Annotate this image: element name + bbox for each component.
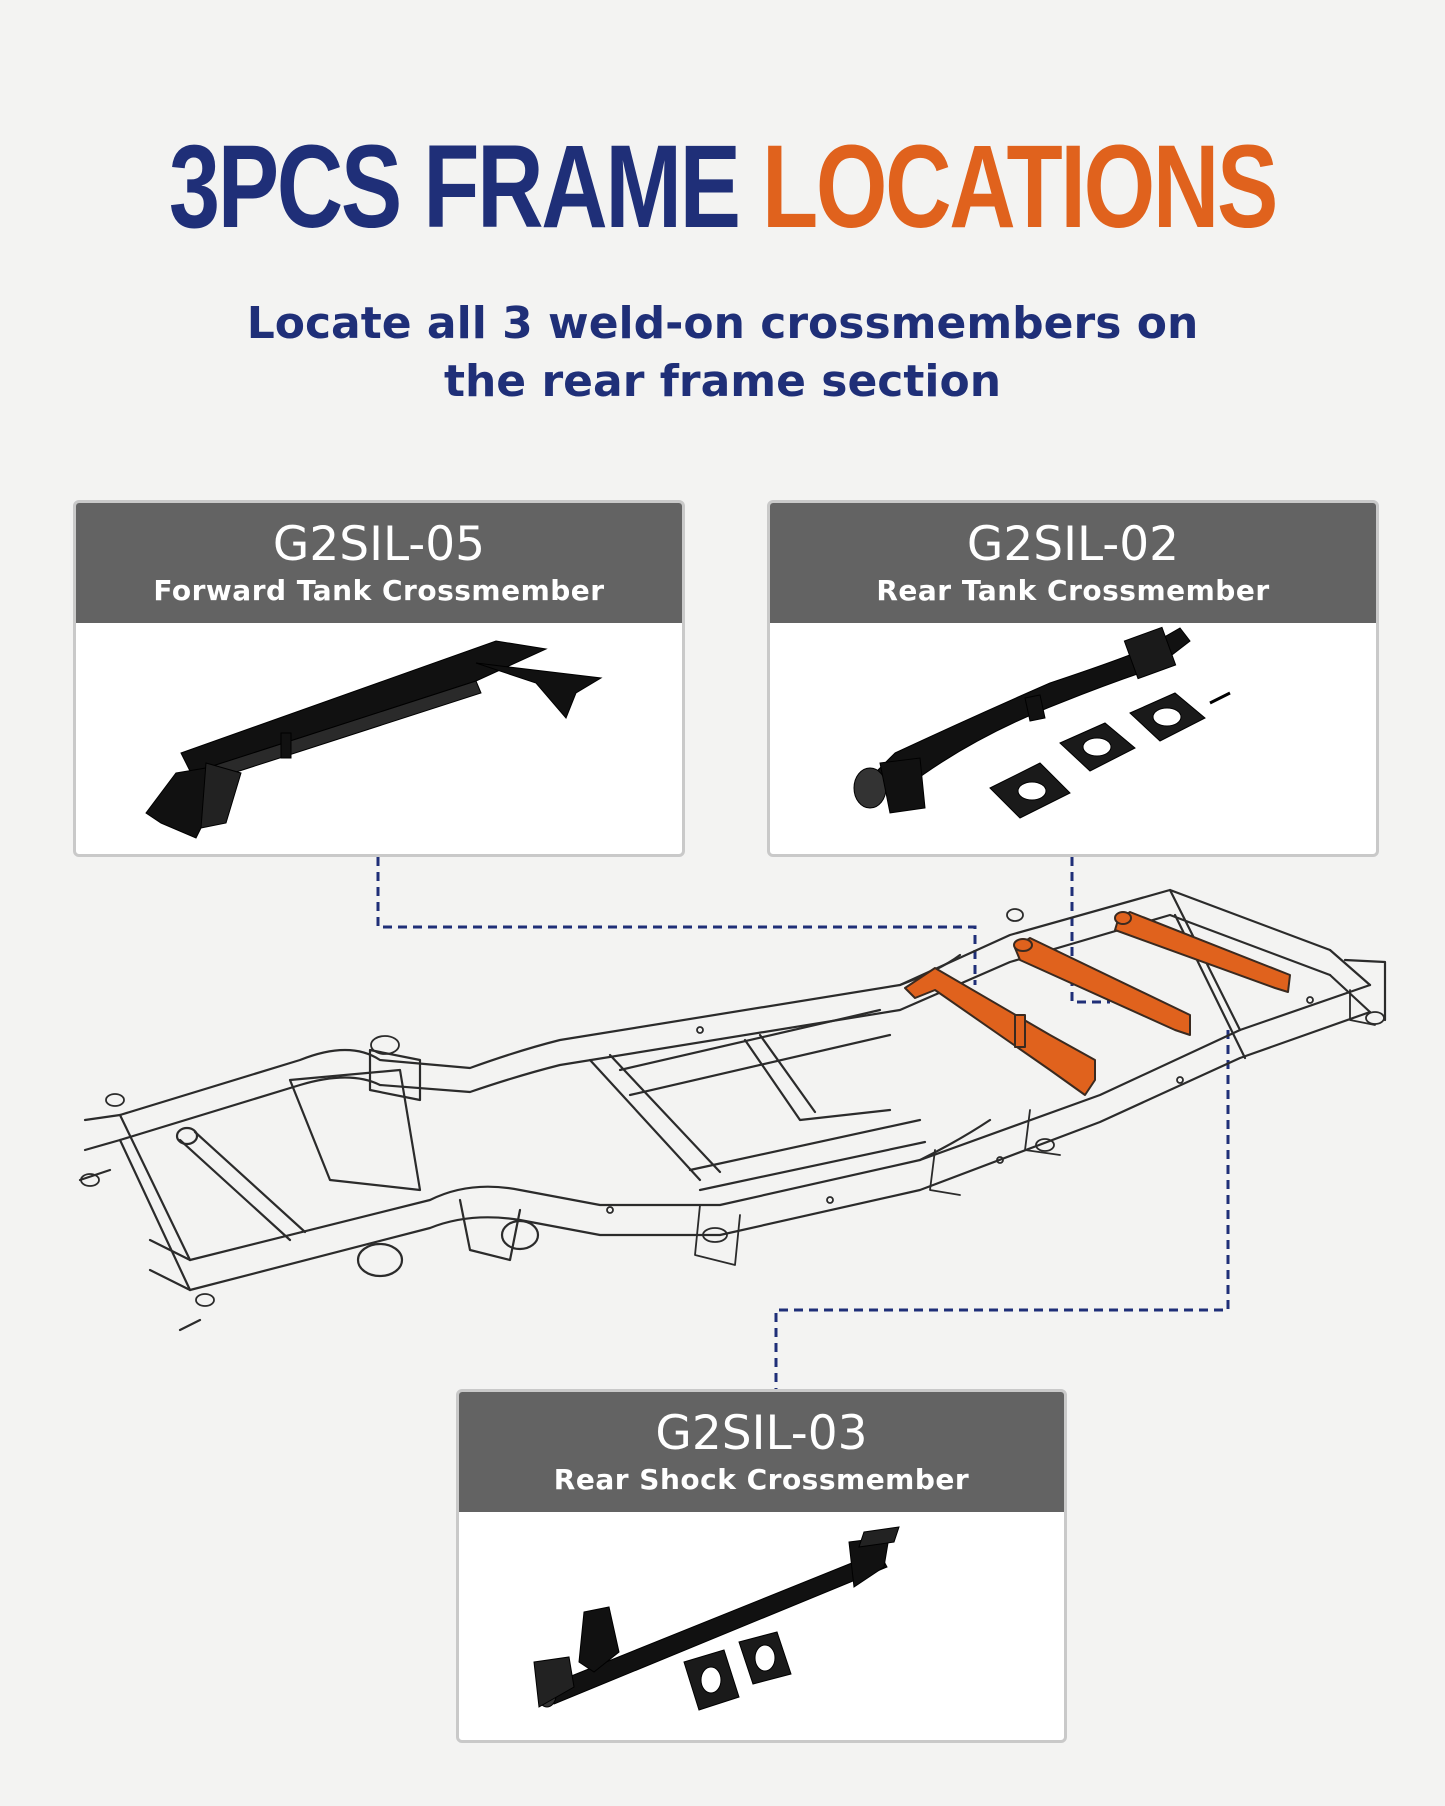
highlight-g2sil-03 — [1114, 911, 1291, 993]
rear-tank-crossmember-image — [853, 626, 1231, 819]
card-header: G2SIL-03 Rear Shock Crossmember — [459, 1392, 1064, 1512]
part-code: G2SIL-03 — [655, 1406, 868, 1461]
card-g2sil-03: G2SIL-03 Rear Shock Crossmember — [456, 1389, 1067, 1743]
card-header: G2SIL-02 Rear Tank Crossmember — [770, 503, 1376, 623]
page-title: 3PCS FRAME LOCATIONS — [159, 128, 1286, 246]
card-header: G2SIL-05 Forward Tank Crossmember — [76, 503, 682, 623]
title-part-orange: LOCATIONS — [761, 121, 1278, 253]
highlight-g2sil-02 — [1014, 937, 1191, 1036]
connector-g2sil-05 — [376, 857, 977, 985]
subtitle-line-1: Locate all 3 weld-on crossmembers on — [246, 298, 1199, 349]
highlighted-crossmembers — [904, 911, 1291, 1096]
card-g2sil-02: G2SIL-02 Rear Tank Crossmember — [767, 500, 1379, 857]
part-name: Forward Tank Crossmember — [153, 574, 605, 607]
card-g2sil-05: G2SIL-05 Forward Tank Crossmember — [73, 500, 685, 857]
forward-tank-crossmember-image — [145, 640, 603, 839]
part-name: Rear Tank Crossmember — [876, 574, 1270, 607]
subtitle-line-2: the rear frame section — [443, 356, 1002, 407]
page-subtitle: Locate all 3 weld-on crossmembers on the … — [200, 295, 1245, 411]
connector-g2sil-03 — [774, 1030, 1230, 1389]
part-name: Rear Shock Crossmember — [553, 1463, 970, 1496]
connector-lines — [376, 857, 1230, 1389]
title-part-navy: 3PCS FRAME — [168, 121, 741, 253]
connector-g2sil-02 — [1070, 857, 1110, 1004]
part-code: G2SIL-05 — [272, 517, 486, 572]
chassis-frame — [78, 888, 1387, 1332]
rear-shock-crossmember-image — [533, 1526, 900, 1711]
part-code: G2SIL-02 — [966, 517, 1180, 572]
highlight-g2sil-05 — [904, 967, 1096, 1096]
